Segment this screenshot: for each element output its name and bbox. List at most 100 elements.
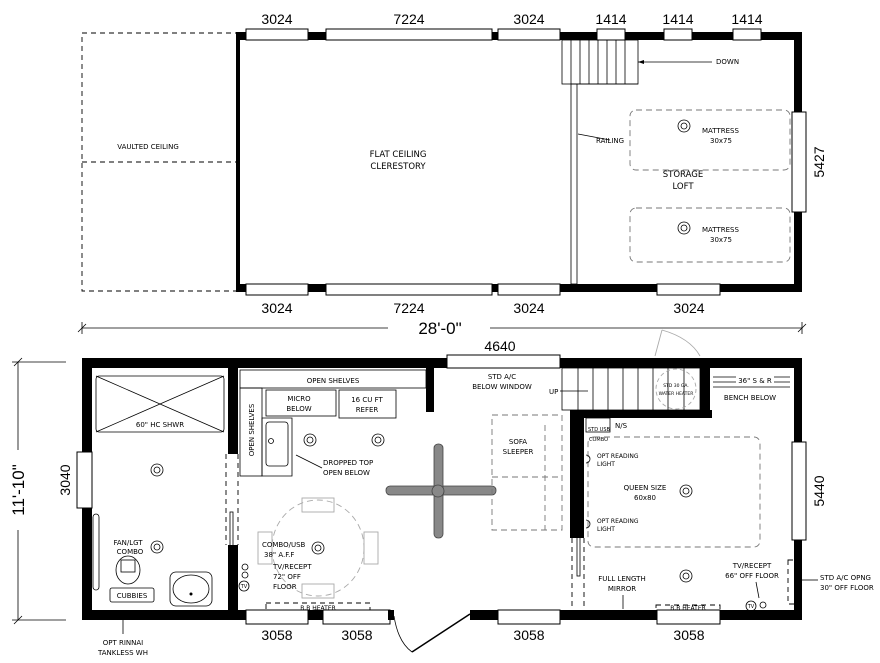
reading-light-icon xyxy=(585,454,591,464)
water-heater xyxy=(655,368,697,410)
main-top-wall xyxy=(82,358,802,368)
bedroom-wall xyxy=(570,410,584,538)
toilet xyxy=(115,555,141,585)
window-size-label: 7224 xyxy=(393,11,424,27)
vaulted-ceiling-area xyxy=(81,32,239,292)
main-plan: 4640 3058 3058 3058 3058 3040 5440 60" H… xyxy=(57,329,874,657)
rinnai-label: TANKLESS WH xyxy=(97,649,148,657)
sofa-sleeper xyxy=(491,414,563,531)
usb-label: COMBO xyxy=(589,437,608,443)
micro-label: BELOW xyxy=(286,405,311,413)
chair xyxy=(301,497,335,513)
micro-label: MICRO xyxy=(287,395,311,403)
window xyxy=(322,609,391,625)
cubbies xyxy=(109,587,155,603)
bb-heater-label: B.B HEATER xyxy=(300,605,336,612)
mattress-label: MATTRESS xyxy=(702,226,739,234)
mattress-label: MATTRESS xyxy=(702,127,739,135)
dropped-top-label: OPEN BELOW xyxy=(323,469,370,477)
window xyxy=(497,28,561,41)
window xyxy=(497,283,561,296)
window xyxy=(325,28,493,41)
fan-light-label: FAN/LGT xyxy=(113,539,143,547)
mirror-label: FULL LENGTH xyxy=(598,575,645,583)
bb-heater-label: B.B HEATER xyxy=(670,605,706,612)
combo-usb-label: 38" A.F.F xyxy=(264,551,294,559)
window xyxy=(791,441,807,541)
overall-length-dimension: 28'-0" xyxy=(77,319,807,338)
water-heater-label: WATER HEATER xyxy=(659,391,694,397)
loft-label: LOFT xyxy=(672,182,694,192)
chair xyxy=(363,531,379,565)
window-size-label: 5440 xyxy=(811,475,827,506)
entry-door[interactable] xyxy=(388,610,480,653)
tv-recept-label: TV/RECEPT xyxy=(272,563,312,571)
open-shelves-label: OPEN SHELVES xyxy=(307,377,360,385)
ac-label: BELOW WINDOW xyxy=(472,383,532,391)
tv-mark: TV xyxy=(240,584,248,590)
window xyxy=(446,354,561,369)
mattress xyxy=(629,207,791,263)
window-size-label: 3024 xyxy=(513,11,544,27)
tv-recept-label: TV/RECEPT xyxy=(732,562,772,570)
loft-left-wall xyxy=(236,32,240,292)
loft-plan: VAULTED CEILING 3024 7224 3024 1414 1414… xyxy=(81,11,827,316)
window xyxy=(325,283,493,296)
cubbies-label: CUBBIES xyxy=(117,592,148,600)
pocket-door[interactable] xyxy=(229,511,234,609)
down-label: DOWN xyxy=(716,58,739,66)
refrigerator xyxy=(338,389,397,419)
window-size-label: 3058 xyxy=(673,627,704,643)
vaulted-ceiling-label: VAULTED CEILING xyxy=(117,143,179,151)
mattress xyxy=(629,109,791,171)
tv-mark: TV xyxy=(747,604,755,610)
window-size-label: 3024 xyxy=(261,300,292,316)
ceiling-light-icon xyxy=(677,119,691,133)
usb-label: STD USB xyxy=(588,427,611,433)
window-size-label: 3058 xyxy=(341,627,372,643)
window xyxy=(656,283,721,296)
window xyxy=(732,28,762,41)
ac-opening-label: STD A/C OPNG xyxy=(820,574,871,582)
baseboard-heater xyxy=(655,604,721,611)
tv-recept-label: FLOOR xyxy=(273,583,297,591)
baseboard-heater xyxy=(265,602,371,611)
overall-width-dimension: 11'-10" xyxy=(9,357,66,625)
window-size-label: 1414 xyxy=(662,11,693,27)
queen-label: QUEEN SIZE xyxy=(624,484,667,492)
reading-light-icon xyxy=(585,519,591,529)
window xyxy=(656,609,721,625)
queen-label: 60x80 xyxy=(634,494,656,502)
window-size-label: 3058 xyxy=(261,627,292,643)
overall-width-label: 11'-10" xyxy=(9,464,28,516)
reading-light-label: LIGHT xyxy=(597,526,615,533)
ac-opening-label: 30" OFF FLOOR xyxy=(820,584,874,592)
window xyxy=(791,111,807,213)
ceiling-fan-icon xyxy=(385,443,497,539)
window xyxy=(76,451,93,509)
window-size-label: 1414 xyxy=(731,11,762,27)
flat-ceiling-label: FLAT CEILING xyxy=(370,150,427,160)
window xyxy=(663,28,693,41)
main-stairs[interactable] xyxy=(560,367,701,411)
window xyxy=(596,28,626,41)
bedroom-pocket-door[interactable] xyxy=(576,479,581,577)
window-size-label: 3024 xyxy=(261,11,292,27)
window-size-label: 3024 xyxy=(513,300,544,316)
combo-usb-label: COMBO/USB xyxy=(262,541,306,549)
water-heater-label: STD 30 GA. xyxy=(663,383,689,389)
mattress-size: 30x75 xyxy=(710,236,732,244)
nightstand xyxy=(585,417,611,433)
shelf-rod-label: 36" S & R xyxy=(738,377,772,385)
open-shelves xyxy=(239,369,427,389)
outlet-icon xyxy=(241,563,249,579)
up-label: UP xyxy=(549,388,558,396)
reading-light-label: OPT READING xyxy=(597,518,639,525)
ceiling-light-icon xyxy=(679,484,693,498)
shower-label: 60" HC SHWR xyxy=(136,421,184,429)
refer-label: 16 CU FT xyxy=(351,396,383,404)
chair xyxy=(301,583,335,599)
mirror-label: MIRROR xyxy=(608,585,636,593)
storage-label: STORAGE xyxy=(663,170,703,180)
